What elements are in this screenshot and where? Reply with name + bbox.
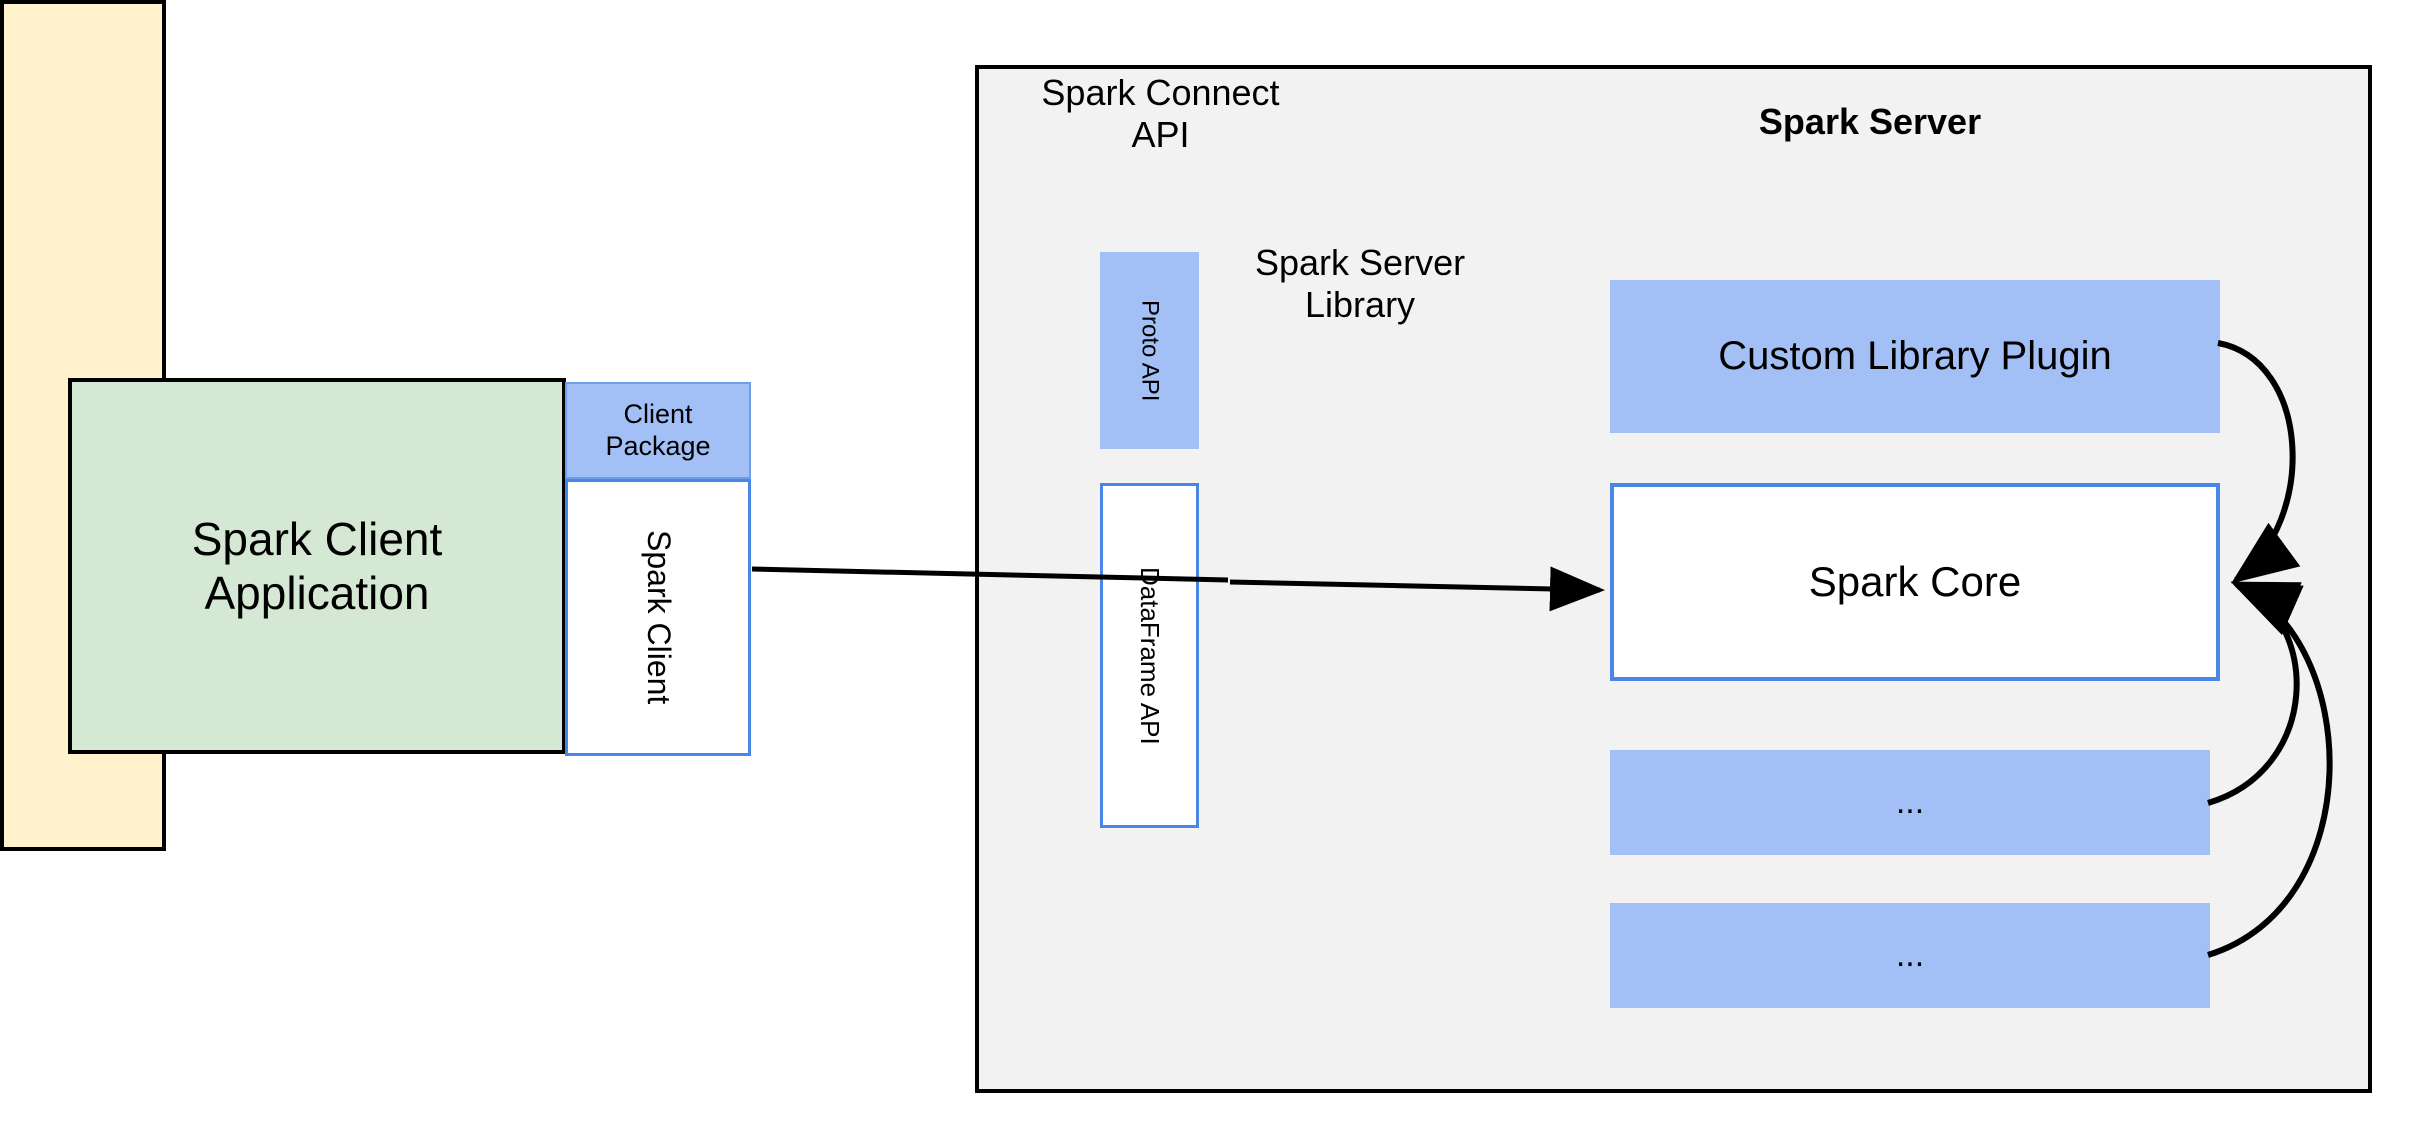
spark-client-application-box[interactable]: Spark Client Application	[68, 378, 566, 754]
dataframe-api-label: DataFrame API	[1134, 566, 1165, 745]
spark-client-application-label: Spark Client Application	[191, 512, 443, 619]
spark-core-label: Spark Core	[1808, 558, 2022, 606]
ellipsis-label-2: ...	[1895, 936, 1925, 975]
custom-library-plugin-box[interactable]: Custom Library Plugin	[1610, 280, 2220, 433]
proto-api-box[interactable]: Proto API	[1100, 252, 1199, 449]
spark-connect-api-text: Spark Connect API	[1041, 72, 1280, 156]
spark-client-box[interactable]: Spark Client	[565, 479, 751, 756]
spark-server-library-text: Spark Server Library	[1255, 242, 1466, 326]
spark-core-box[interactable]: Spark Core	[1610, 483, 2220, 681]
proto-api-label: Proto API	[1136, 299, 1164, 402]
ellipsis-box-2[interactable]: ...	[1610, 903, 2210, 1008]
spark-server-title: Spark Server	[1660, 98, 2080, 146]
client-package-box[interactable]: Client Package	[565, 382, 751, 479]
ellipsis-box-1[interactable]: ...	[1610, 750, 2210, 855]
spark-server-title-text: Spark Server	[1758, 100, 1982, 142]
custom-library-plugin-label: Custom Library Plugin	[1718, 333, 2112, 378]
client-package-label: Client Package	[605, 398, 711, 461]
dataframe-api-box[interactable]: DataFrame API	[1100, 483, 1199, 828]
spark-connect-api-label: Spark Connect API	[1018, 72, 1303, 162]
spark-server-library-label: Spark Server Library	[1255, 242, 1555, 342]
spark-client-label: Spark Client	[640, 530, 677, 705]
ellipsis-label-1: ...	[1895, 783, 1925, 822]
